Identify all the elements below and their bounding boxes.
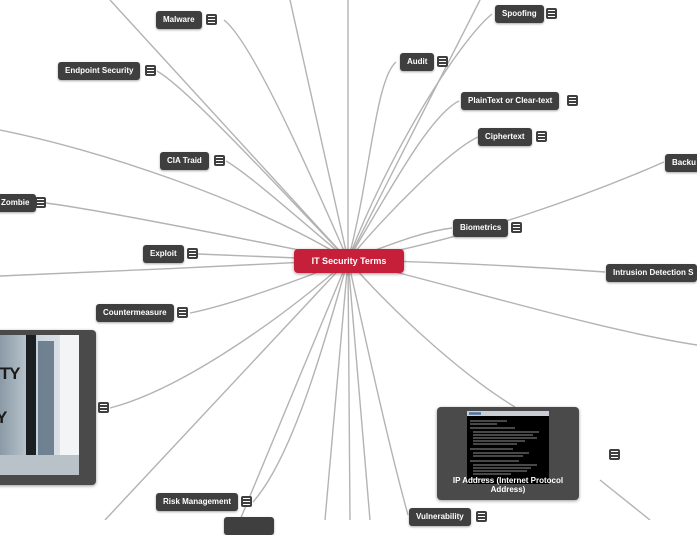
link-bottom-1 <box>105 260 348 520</box>
note-icon[interactable] <box>145 65 156 76</box>
topic-plaintext[interactable]: PlainText or Clear-text <box>461 92 559 110</box>
note-icon[interactable] <box>187 248 198 259</box>
note-icon[interactable] <box>35 197 46 208</box>
note-icon[interactable] <box>536 131 547 142</box>
topic-backup[interactable]: Backu <box>665 154 697 172</box>
ip-address-card[interactable]: IP Address (Internet Protocol Address) <box>437 407 579 500</box>
topic-zombie[interactable]: Zombie <box>0 194 36 212</box>
topic-audit[interactable]: Audit <box>400 53 434 71</box>
link-security-photo <box>110 260 348 408</box>
note-icon[interactable] <box>98 402 109 413</box>
security-photo-card[interactable]: ITY Y <box>0 330 96 485</box>
link-bottom-2 <box>240 260 348 520</box>
link-audit <box>348 62 396 260</box>
note-icon[interactable] <box>241 496 252 507</box>
note-icon[interactable] <box>214 155 225 166</box>
topic-risk-management[interactable]: Risk Management <box>156 493 238 511</box>
note-icon[interactable] <box>437 56 448 67</box>
link-ciphertext <box>348 137 478 260</box>
note-icon[interactable] <box>546 8 557 19</box>
note-icon[interactable] <box>206 14 217 25</box>
topic-vulnerability[interactable]: Vulnerability <box>409 508 471 526</box>
link-vulnerability <box>348 260 408 515</box>
topic-spoofing[interactable]: Spoofing <box>495 5 544 23</box>
topic-countermeasure[interactable]: Countermeasure <box>96 304 174 322</box>
command-prompt-screenshot <box>467 411 549 484</box>
topic-biometrics[interactable]: Biometrics <box>453 219 508 237</box>
link-ip-extra <box>600 480 650 520</box>
link-top-2 <box>290 0 348 260</box>
topic-exploit[interactable]: Exploit <box>143 245 184 263</box>
note-icon[interactable] <box>567 95 578 106</box>
note-icon[interactable] <box>177 307 188 318</box>
note-icon[interactable] <box>609 449 620 460</box>
note-icon[interactable] <box>476 511 487 522</box>
security-photo-image <box>0 335 79 475</box>
link-bottom-4 <box>348 260 350 520</box>
link-risk <box>253 260 348 502</box>
central-topic[interactable]: IT Security Terms <box>294 249 404 273</box>
link-backup <box>348 162 664 260</box>
note-icon[interactable] <box>511 222 522 233</box>
topic-endpoint-security[interactable]: Endpoint Security <box>58 62 140 80</box>
link-left-upper <box>0 130 348 260</box>
topic-malware[interactable]: Malware <box>156 11 202 29</box>
ip-address-label: IP Address (Internet Protocol Address) <box>437 476 579 494</box>
security-photo-text-fragment: Y <box>0 408 7 428</box>
topic-ciphertext[interactable]: Ciphertext <box>478 128 532 146</box>
security-photo-text: ITY <box>0 364 19 384</box>
link-top-1 <box>110 0 348 260</box>
link-malware <box>224 20 348 260</box>
topic-intrusion-detection[interactable]: Intrusion Detection S <box>606 264 697 282</box>
link-bottom-5 <box>348 260 370 520</box>
topic-cia-triad[interactable]: CIA Traid <box>160 152 209 170</box>
